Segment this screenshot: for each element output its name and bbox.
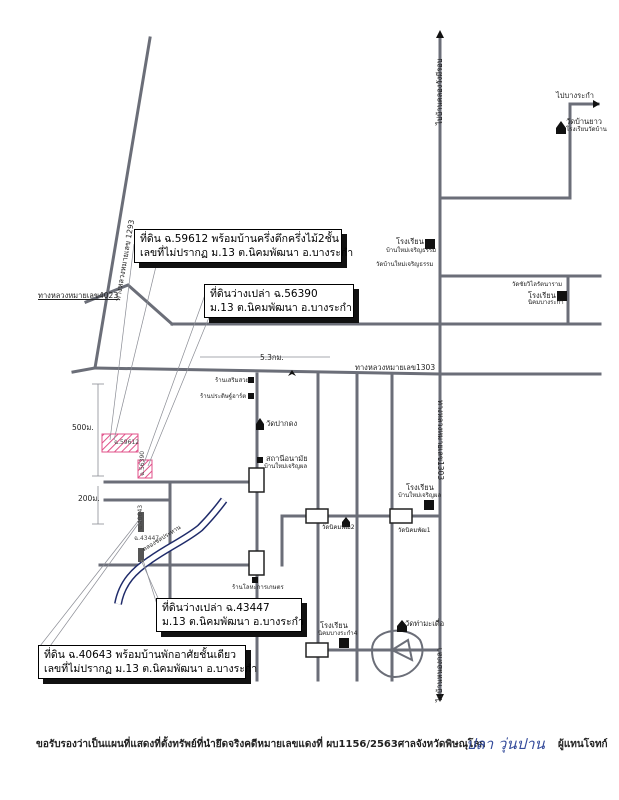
label-wat-na-yao: วัดบ้านยาว xyxy=(566,117,602,126)
school-top-icon xyxy=(425,239,435,249)
direction-arrows xyxy=(288,30,600,702)
callout-56390-line2: ม.13 ต.นิคมพัฒนา อ.บางระกำ xyxy=(210,302,352,314)
label-school-mid: โรงเรียน xyxy=(528,291,556,300)
callout-59612-line1: ที่ดิน ฉ.59612 พร้อมบ้านครึ่งตึกครึ่งไม้… xyxy=(140,233,339,245)
intersection-markers xyxy=(248,467,413,658)
label-to-ban-nong-kla: ไปบ้านหนองกลา xyxy=(435,647,444,702)
distance-5-3km: 5.3กม. xyxy=(260,353,284,362)
label-wat-nikhom2: วัดนิคมพัฒ2 xyxy=(322,524,355,531)
hwy4023-road xyxy=(84,283,175,327)
label-agri-shop: ร้านโลหะการเกษตร xyxy=(232,584,284,591)
shop1-icon xyxy=(248,377,254,383)
label-school-mid-sub: นิคมบางระกำ xyxy=(528,299,564,306)
callout-parcel-59612: ที่ดิน ฉ.59612 พร้อมบ้านครึ่งตึกครึ่งไม้… xyxy=(134,229,354,263)
arrow-right-icon xyxy=(593,100,600,108)
junction-lower xyxy=(248,550,265,576)
shop2-icon xyxy=(248,393,254,399)
parcel-43447 xyxy=(138,548,144,562)
arrow-up-icon xyxy=(436,30,444,38)
junction-health xyxy=(248,467,265,493)
hwy1293-road xyxy=(71,36,152,374)
label-school-right-sub: บ้านใหม่เจริญผล xyxy=(398,492,442,499)
wat-na-yao-icon xyxy=(556,121,566,134)
map-symbols xyxy=(248,121,566,632)
road-network xyxy=(71,36,602,696)
canal-waterway xyxy=(114,497,228,605)
label-to-bang-rakam: ไปบางระกำ xyxy=(556,91,594,100)
parcel-40643 xyxy=(138,512,144,532)
label-school-top-sub: บ้านใหม่เจริญธรรม xyxy=(386,247,437,254)
callout-40643-line1: ที่ดิน ฉ.40643 พร้อมบ้านพักอาศัยชั้นเดีย… xyxy=(44,649,237,661)
label-school-mid-a: วัดชัยวิไลรัตนาราม xyxy=(512,281,563,288)
label-school-top: โรงเรียน xyxy=(396,237,424,246)
callout-56390-line1: ที่ดินว่างเปล่า ฉ.56390 xyxy=(210,288,318,300)
callout-40643-line2: เลขที่ไม่ปรากฏ ม.13 ต.นิคมพัฒนา อ.บางระก… xyxy=(44,663,258,675)
dimension-lines xyxy=(92,356,330,525)
certification-footer: ขอรับรองว่าเป็นแผนที่แสดงที่ตั้งทรัพย์ที… xyxy=(36,739,486,750)
callout-parcel-56390: ที่ดินว่างเปล่า ฉ.56390 ม.13 ต.นิคมพัฒนา… xyxy=(204,284,354,318)
parcel-56390-tag: ฉ.56390 xyxy=(139,450,146,476)
signer-title: ผู้แทนโจทก์ xyxy=(558,739,608,750)
callout-parcel-40643: ที่ดิน ฉ.40643 พร้อมบ้านพักอาศัยชั้นเดีย… xyxy=(38,645,258,679)
signature: ปลา วุ่นปาน xyxy=(466,735,545,753)
school-right-icon xyxy=(424,500,434,510)
label-school-right: โรงเรียน xyxy=(406,483,434,492)
junction-bottom xyxy=(305,642,329,658)
label-wat-nikhom1: วัดนิคมพัฒ1 xyxy=(398,527,431,534)
label-health-station-sub: บ้านใหม่เจริญผล xyxy=(264,463,308,470)
callout-43447-line1: ที่ดินว่างเปล่า ฉ.43447 xyxy=(162,602,270,614)
label-shop1: ร้านเสริมสวย xyxy=(215,377,250,384)
roundabout-shape xyxy=(370,629,424,678)
label-wat-top-sub: วัดบ้านใหม่เจริญธรรม xyxy=(376,261,434,268)
label-wat-bottom: วัดท่ามะเดื่อ xyxy=(405,619,445,628)
school-mid-icon xyxy=(557,291,567,301)
road-to-bang-rakam xyxy=(438,102,600,200)
wat-nikhom2-icon xyxy=(342,517,350,527)
parcel-59612 xyxy=(101,433,139,453)
junction-wat2 xyxy=(305,508,329,524)
label-hwy4023: ทางหลวงหมายเลข4023 xyxy=(38,291,119,300)
label-hwy1303-v: ทางหลวงหมายเลข1303 xyxy=(436,400,445,481)
agri-shop-icon xyxy=(252,577,258,583)
school-bottom-icon xyxy=(339,638,349,648)
label-to-ban-khlong-wai: ไปบ้านคลองวังมีรอบ xyxy=(435,58,444,125)
parcel-40643-tag: ฉ.40643 xyxy=(137,504,144,530)
parcel-59612-tag: ฉ.59612 xyxy=(114,439,140,446)
callout-59612-line2: เลขที่ไม่ปรากฏ ม.13 ต.นิคมพัฒนา อ.บางระก… xyxy=(140,247,354,259)
distance-500m: 500ม. xyxy=(72,423,94,432)
wat-bottom-icon xyxy=(397,620,407,632)
label-school-bottom: โรงเรียน xyxy=(320,621,348,630)
junction-wat1 xyxy=(389,508,413,524)
label-shop2: ร้านประดิษฐ์อาร์ต xyxy=(200,393,247,400)
label-hwy1303-h: ทางหลวงหมายเลข1303 xyxy=(355,363,436,372)
label-wat-na-yao-sub: โรงเรียนวัดบ้าน xyxy=(566,126,607,133)
callout-parcel-43447: ที่ดินว่างเปล่า ฉ.43447 ม.13 ต.นิคมพัฒนา… xyxy=(156,598,304,632)
wat-pak-dong-icon xyxy=(256,418,264,430)
health-station-icon xyxy=(257,457,263,463)
arrow-down-icon xyxy=(436,694,444,702)
school-symbols xyxy=(339,239,567,648)
label-wat-pak-dong: วัดปากดง xyxy=(266,419,298,428)
label-health-station: สถานีอนามัย xyxy=(266,454,308,463)
north-arrow-icon xyxy=(288,370,296,376)
parcel-43447-tag: ฉ.43447 xyxy=(134,535,160,542)
label-school-bottom-sub: นิคมบางระกำ4 xyxy=(318,630,358,637)
distance-200m: 200ม. xyxy=(78,494,100,503)
callout-43447-line2: ม.13 ต.นิคมพัฒนา อ.บางระกำ xyxy=(162,616,304,628)
hwy1303-horizontal-road xyxy=(93,366,602,376)
